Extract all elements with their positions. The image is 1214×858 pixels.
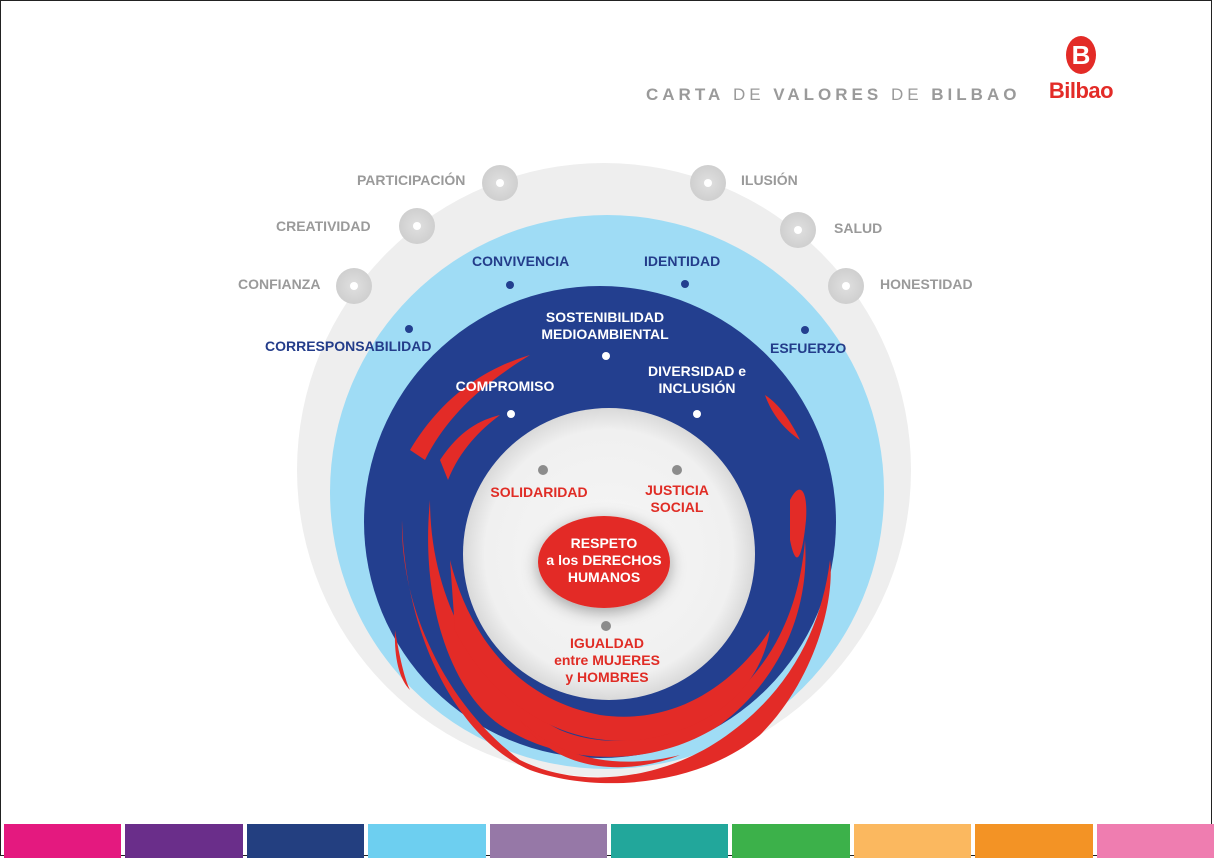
light-ring-dots: [405, 280, 809, 334]
dot-justicia: [672, 465, 682, 475]
outer-knobs: [336, 165, 864, 304]
inner-dots: [538, 465, 682, 631]
dot-compromiso: [507, 410, 515, 418]
color-bar-6: [611, 824, 729, 858]
color-bars: [4, 824, 1214, 858]
logo-text: Bilbao: [1048, 78, 1114, 103]
color-bar-8: [853, 824, 972, 858]
label-identidad: IDENTIDAD: [644, 253, 721, 269]
label-justicia-line1: JUSTICIA: [645, 482, 709, 498]
page-title: CARTA DE VALORES DE BILBAO: [646, 85, 1020, 105]
label-diversidad-line1: DIVERSIDAD e: [647, 363, 747, 379]
color-bar-10: [1096, 824, 1214, 858]
knob-dot-honestidad: [842, 282, 850, 290]
dot-convivencia: [506, 281, 514, 289]
color-bar-3: [246, 824, 365, 858]
color-bar-2: [125, 824, 243, 858]
dot-igualdad: [601, 621, 611, 631]
logo-letter: B: [1066, 36, 1096, 74]
label-justicia: JUSTICIA SOCIAL: [632, 482, 722, 516]
title-part-bilbao: BILBAO: [931, 85, 1021, 104]
label-diversidad: DIVERSIDAD e INCLUSIÓN: [636, 363, 758, 397]
label-respeto-line2: a los DERECHOS: [546, 552, 662, 568]
dot-sostenibilidad: [602, 352, 610, 360]
navy-ring-dots: [507, 352, 701, 418]
label-ilusion: ILUSIÓN: [741, 172, 798, 188]
center-ellipse: [538, 516, 670, 608]
label-sostenibilidad: SOSTENIBILIDAD MEDIOAMBIENTAL: [520, 309, 690, 343]
knob-dot-ilusion: [704, 179, 712, 187]
label-compromiso: COMPROMISO: [455, 378, 555, 394]
label-sostenibilidad-line2: MEDIOAMBIENTAL: [541, 326, 669, 342]
color-bar-1: [4, 824, 122, 858]
label-justicia-line2: SOCIAL: [650, 499, 704, 515]
color-bar-7: [732, 824, 850, 858]
label-salud: SALUD: [834, 220, 883, 236]
dot-diversidad: [693, 410, 701, 418]
label-igualdad-line2: entre MUJERES: [554, 652, 660, 668]
title-part-valores: VALORES: [773, 85, 883, 104]
label-sostenibilidad-line1: SOSTENIBILIDAD: [545, 309, 665, 325]
red-brush-strokes: [394, 355, 831, 784]
label-convivencia: CONVIVENCIA: [472, 253, 570, 269]
label-esfuerzo: ESFUERZO: [770, 340, 847, 356]
label-diversidad-line2: INCLUSIÓN: [658, 380, 736, 396]
title-part-de-1: DE: [724, 85, 774, 104]
dot-esfuerzo: [801, 326, 809, 334]
label-respeto: RESPETO a los DERECHOS HUMANOS: [530, 535, 678, 586]
label-creatividad: CREATIVIDAD: [276, 218, 371, 234]
knob-dot-confianza: [350, 282, 358, 290]
label-igualdad-line1: IGUALDAD: [570, 635, 644, 651]
label-solidaridad: SOLIDARIDAD: [490, 484, 588, 500]
knob-dot-salud: [794, 226, 802, 234]
label-corresponsabilidad: CORRESPONSABILIDAD: [265, 338, 432, 354]
dot-identidad: [681, 280, 689, 288]
dot-corresponsabilidad: [405, 325, 413, 333]
label-confianza: CONFIANZA: [238, 276, 321, 292]
knob-dot-participacion: [496, 179, 504, 187]
knob-dot-creatividad: [413, 222, 421, 230]
title-part-carta: CARTA: [646, 85, 725, 104]
color-bar-4: [368, 824, 486, 858]
label-igualdad-line3: y HOMBRES: [565, 669, 649, 685]
label-participacion: PARTICIPACIÓN: [357, 172, 466, 188]
label-honestidad: HONESTIDAD: [880, 276, 973, 292]
color-bar-9: [975, 824, 1093, 858]
title-part-de-2: DE: [882, 85, 932, 104]
label-respeto-line1: RESPETO: [570, 535, 638, 551]
label-igualdad: IGUALDAD entre MUJERES y HOMBRES: [536, 635, 678, 686]
color-bar-5: [489, 824, 608, 858]
label-respeto-line3: HUMANOS: [567, 569, 641, 585]
values-diagram: [297, 163, 911, 784]
dot-solidaridad: [538, 465, 548, 475]
bilbao-logo: B Bilbao: [1046, 36, 1116, 108]
